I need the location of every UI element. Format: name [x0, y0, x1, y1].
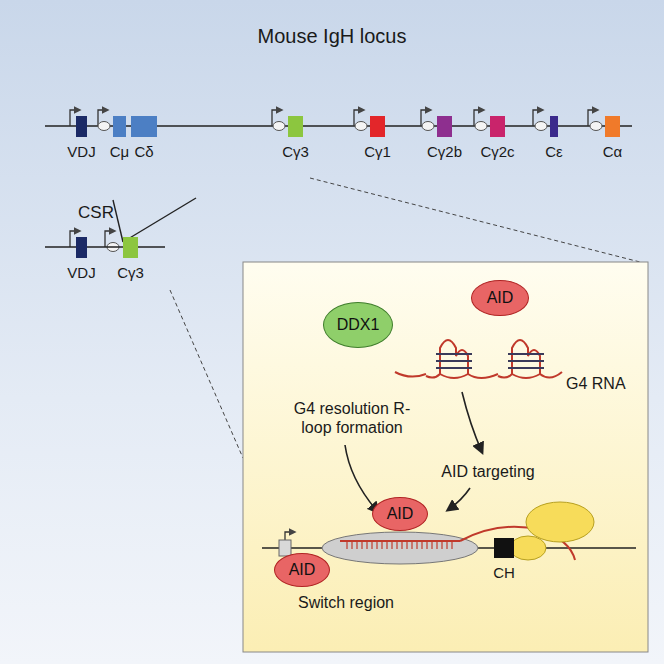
- switch-ovals: [98, 122, 602, 252]
- inset-panel: [243, 262, 648, 652]
- zoom-line: [170, 290, 243, 458]
- polymerase: [526, 502, 594, 542]
- gene-segment: Cδ: [131, 116, 157, 137]
- segment-label: VDJ: [67, 143, 95, 160]
- segment-label: Cγ3: [282, 143, 309, 160]
- protein-ellipse: AID: [372, 497, 428, 531]
- segment-label: Cε: [545, 143, 563, 160]
- g4-rna: [468, 374, 498, 378]
- protein-label: DDX1: [337, 316, 380, 334]
- segment-label: Cμ: [110, 143, 129, 160]
- g4-rna: [540, 372, 562, 378]
- rna: [340, 540, 460, 542]
- segment-label: Cγ2c: [480, 143, 514, 160]
- annotation-label: G4 RNA: [566, 375, 626, 393]
- gene-segment: Cγ3: [123, 237, 138, 258]
- g4-structure: [426, 340, 472, 378]
- gene-segment: VDJ: [76, 116, 87, 137]
- gene-segment: Cα: [605, 116, 620, 137]
- deletion-line: [123, 198, 196, 242]
- annotation-label: G4 resolution R-loop formation: [282, 399, 422, 437]
- annotation-label: CSR: [78, 203, 114, 223]
- gene-segment: Cγ2b: [437, 116, 452, 137]
- zoom-line: [310, 178, 640, 262]
- protein-ellipse: DDX1: [323, 302, 393, 348]
- g4-structure: [498, 340, 544, 378]
- gene-segment: VDJ: [76, 237, 87, 258]
- protein-label: AID: [387, 505, 414, 523]
- g4-rna: [395, 372, 426, 377]
- arrow: [462, 392, 482, 452]
- protein-ellipse: AID: [471, 280, 529, 316]
- protein-label: AID: [487, 289, 514, 307]
- segment-label: VDJ: [67, 264, 95, 281]
- r-loop: [322, 532, 478, 564]
- gene-segment: Cγ2c: [490, 116, 505, 137]
- rna-dna-hybrid: [345, 541, 455, 549]
- gene-segment: Cγ3: [288, 116, 303, 137]
- segment-label: Cγ3: [117, 264, 144, 281]
- segment-label: Cδ: [134, 143, 153, 160]
- gene-segment: Cγ1: [370, 116, 385, 137]
- locus-line: [45, 246, 165, 248]
- protein-label: AID: [289, 561, 316, 579]
- title-label: Mouse IgH locus: [258, 25, 407, 48]
- gene-segment: Cε: [550, 116, 558, 137]
- arrow: [448, 488, 470, 510]
- deletion-line: [113, 200, 123, 242]
- segment-label: Cα: [603, 143, 623, 160]
- arrow: [345, 445, 378, 512]
- segment-label: Cγ1: [364, 143, 391, 160]
- gene-segment: CH: [494, 538, 514, 558]
- annotation-label: Switch region: [298, 594, 394, 612]
- segment-label: CH: [493, 564, 515, 581]
- segment-label: Cγ2b: [427, 143, 462, 160]
- annotation-label: AID targeting: [441, 463, 534, 481]
- gene-segment: Cμ: [113, 116, 126, 137]
- polymerase: [510, 536, 546, 560]
- protein-ellipse: AID: [274, 553, 330, 587]
- promoter-arrows: [70, 110, 597, 247]
